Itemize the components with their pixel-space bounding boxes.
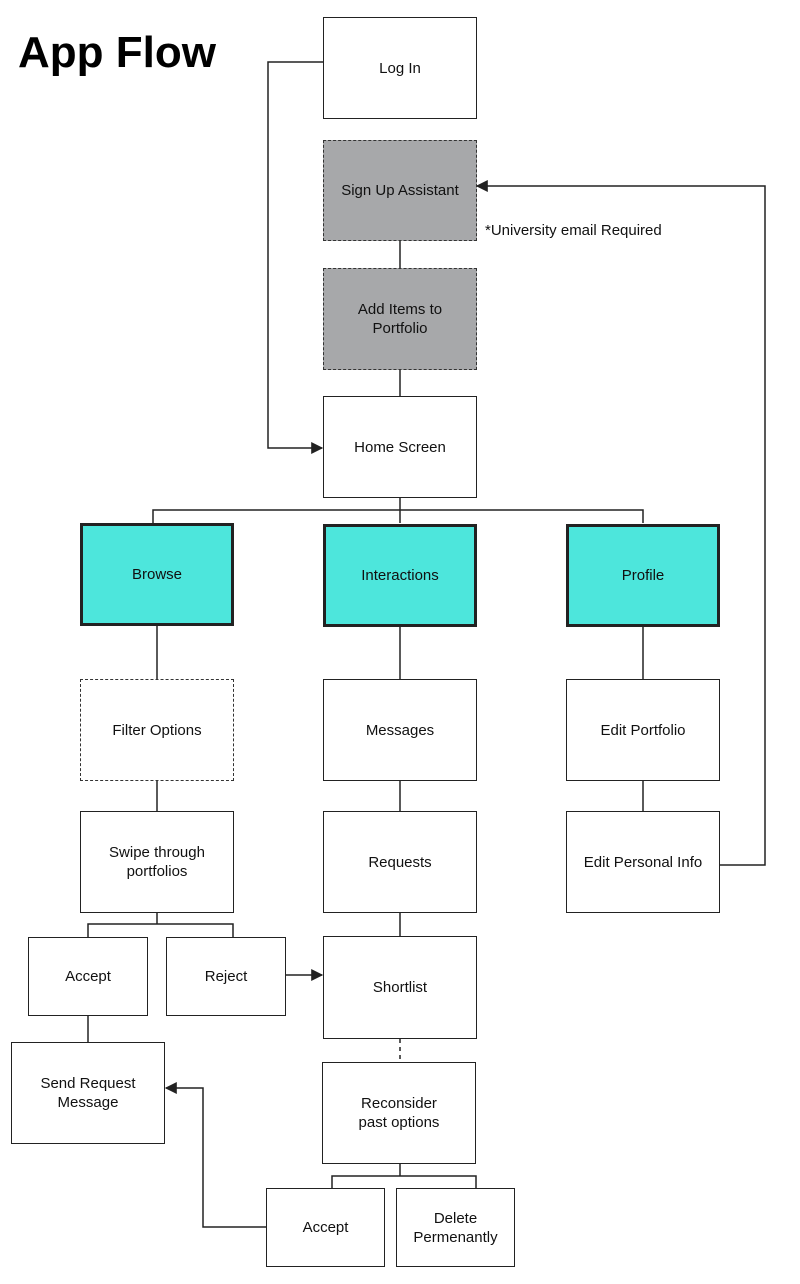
node-reconsider-past-options: Reconsider past options [322, 1062, 476, 1164]
node-shortlist: Shortlist [323, 936, 477, 1039]
connector-swipe-split [87, 923, 234, 937]
connector-accept-to-send-request [164, 1082, 266, 1228]
node-edit-personal-info: Edit Personal Info [566, 811, 720, 913]
node-swipe-through-portfolios: Swipe through portfolios [80, 811, 234, 913]
node-browse: Browse [80, 523, 234, 626]
node-sign-up-assistant: Sign Up Assistant [323, 140, 477, 241]
node-accept-browse: Accept [28, 937, 148, 1016]
page-title: App Flow [18, 28, 216, 77]
node-send-request-message: Send Request Message [11, 1042, 165, 1144]
node-add-items-to-portfolio: Add Items to Portfolio [323, 268, 477, 370]
node-messages: Messages [323, 679, 477, 781]
connector-login-to-home [267, 61, 324, 454]
node-log-in: Log In [323, 17, 477, 119]
node-reject: Reject [166, 937, 286, 1016]
connector-reconsider-split [331, 1175, 477, 1188]
signup-note: *University email Required [485, 222, 662, 239]
node-requests: Requests [323, 811, 477, 913]
node-delete-permanently: Delete Permenantly [396, 1188, 515, 1267]
node-home-screen: Home Screen [323, 396, 477, 498]
node-edit-portfolio: Edit Portfolio [566, 679, 720, 781]
connector-branch-bar [152, 509, 644, 523]
node-accept-shortlist: Accept [266, 1188, 385, 1267]
node-filter-options: Filter Options [80, 679, 234, 781]
node-interactions: Interactions [323, 524, 477, 627]
connector-editpersonal-to-signup [475, 180, 766, 866]
node-profile: Profile [566, 524, 720, 627]
